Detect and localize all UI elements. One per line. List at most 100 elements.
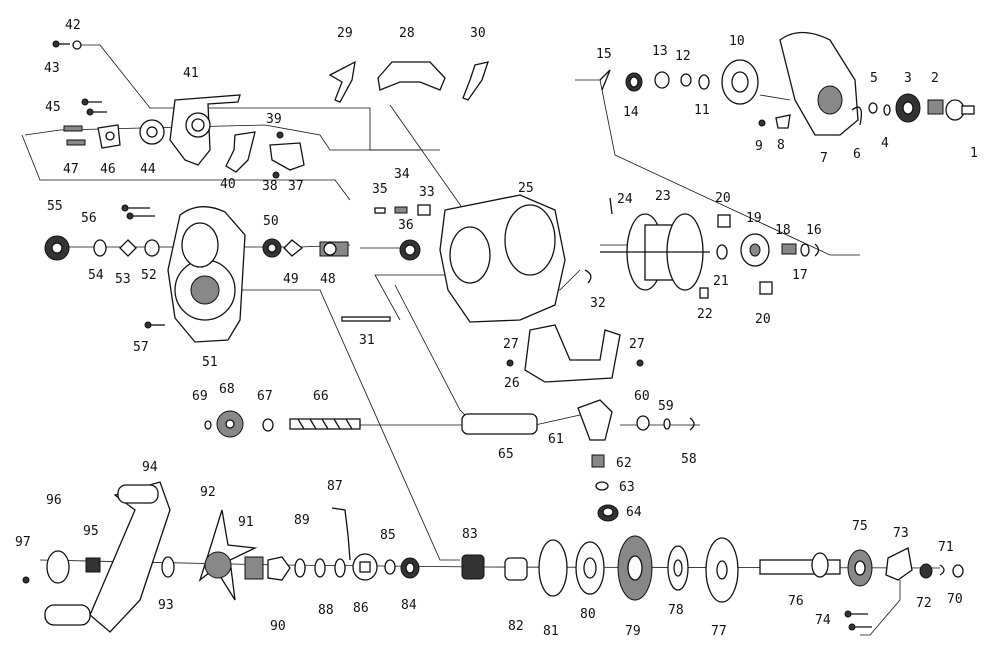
part-76-shaft: [759, 552, 841, 578]
label-86: 86: [353, 601, 369, 616]
part-23-spool: [600, 213, 710, 291]
label-84: 84: [401, 598, 417, 613]
part-86-clutch: [352, 553, 378, 581]
part-58-clip: [689, 417, 695, 431]
label-52: 52: [141, 268, 157, 283]
part-32-clip: [584, 269, 592, 284]
part-68-gear: [216, 410, 244, 438]
part-67-bushing: [262, 418, 274, 432]
label-40: 40: [220, 177, 236, 192]
part-84-bearing: [400, 557, 420, 579]
label-59: 59: [658, 399, 674, 414]
label-53: 53: [115, 272, 131, 287]
part-52-washer: [144, 239, 160, 257]
label-76: 76: [788, 594, 804, 609]
label-1: 1: [970, 146, 978, 161]
part-18-spring: [781, 243, 797, 255]
label-36: 36: [398, 218, 414, 233]
part-20-upper-block: [717, 214, 731, 228]
label-26: 26: [504, 376, 520, 391]
part-46-clutch: [97, 124, 121, 149]
part-88-washers: [314, 558, 346, 578]
part-59-washer: [663, 418, 671, 430]
part-51-side-plate: [167, 206, 246, 343]
label-28: 28: [399, 26, 415, 41]
label-41: 41: [183, 66, 199, 81]
part-78-washer: [667, 545, 689, 591]
label-78: 78: [668, 603, 684, 618]
part-94-handle: [44, 481, 171, 633]
label-83: 83: [462, 527, 478, 542]
part-29-side-cap: [328, 60, 356, 103]
label-33: 33: [419, 185, 435, 200]
part-8-clip: [775, 114, 791, 129]
label-46: 46: [100, 162, 116, 177]
part-26-thumb-bar: [524, 324, 621, 383]
label-55: 55: [47, 199, 63, 214]
part-42-washer: [72, 40, 82, 50]
part-11-washer: [698, 74, 710, 90]
label-45: 45: [45, 100, 61, 115]
part-89-washer: [294, 558, 306, 578]
part-48-pinion: [319, 241, 349, 257]
label-39: 39: [266, 112, 282, 127]
part-24-pin: [609, 197, 613, 215]
part-79-main-gear: [617, 535, 653, 601]
part-62-pawl: [591, 454, 605, 468]
label-85: 85: [380, 528, 396, 543]
label-17: 17: [792, 268, 808, 283]
label-94: 94: [142, 460, 158, 475]
part-93-washer: [161, 556, 175, 578]
label-18: 18: [775, 223, 791, 238]
label-75: 75: [852, 519, 868, 534]
label-29: 29: [337, 26, 353, 41]
part-90-nut: [267, 556, 291, 581]
label-16: 16: [806, 223, 822, 238]
label-25: 25: [518, 181, 534, 196]
part-82-sleeve: [504, 557, 528, 581]
part-37-plate: [269, 142, 305, 171]
label-91: 91: [238, 515, 254, 530]
label-93: 93: [158, 598, 174, 613]
label-58: 58: [681, 452, 697, 467]
label-81: 81: [543, 624, 559, 639]
label-90: 90: [270, 619, 286, 634]
label-35: 35: [372, 182, 388, 197]
part-39-pin: [276, 131, 284, 139]
part-15-clip: [599, 69, 611, 91]
label-61: 61: [548, 432, 564, 447]
label-43: 43: [44, 61, 60, 76]
label-7: 7: [820, 151, 828, 166]
part-19-cap: [740, 233, 770, 267]
part-53-washer: [119, 239, 137, 257]
part-41-frame-plate: [169, 94, 241, 166]
part-95-nut: [85, 557, 101, 573]
part-36-bearing: [399, 239, 421, 261]
label-4: 4: [881, 136, 889, 151]
label-92: 92: [200, 485, 216, 500]
part-83-bearing: [461, 554, 485, 580]
part-74-screws: [844, 610, 872, 631]
label-13: 13: [652, 44, 668, 59]
part-3-knob: [895, 93, 921, 123]
part-1-cap: [945, 99, 975, 121]
label-67: 67: [257, 389, 273, 404]
label-8: 8: [777, 138, 785, 153]
label-77: 77: [711, 624, 727, 639]
part-55-star-drag: [44, 235, 70, 261]
part-61-line-guide: [577, 399, 613, 441]
part-73-plate: [885, 547, 913, 581]
label-49: 49: [283, 272, 299, 287]
part-number-labels: 1 2 3 4 5 6 7 8 9 10 11 12 13 14 15 16 1…: [15, 18, 978, 639]
label-71: 71: [938, 540, 954, 555]
part-72-bearing: [919, 563, 933, 579]
part-64-cap: [597, 504, 619, 522]
label-62: 62: [616, 456, 632, 471]
part-70-bushing: [952, 564, 964, 578]
label-54: 54: [88, 268, 104, 283]
part-22-clip: [699, 287, 709, 299]
label-20b: 20: [755, 312, 771, 327]
label-63: 63: [619, 480, 635, 495]
